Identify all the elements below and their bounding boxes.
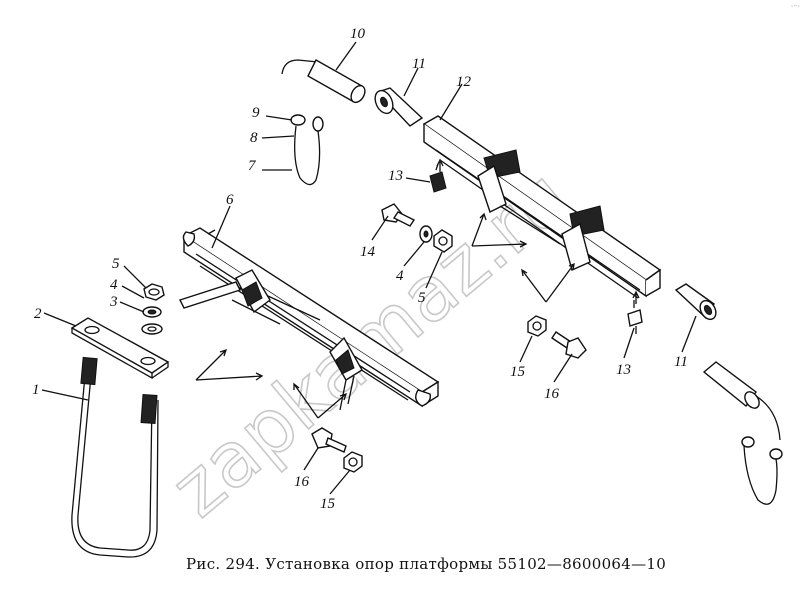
callout-8: 8: [250, 130, 258, 146]
chain-parts-7-9: [290, 114, 324, 186]
right-frame-part-12: [422, 115, 662, 299]
figure-caption: Рис. 294. Установка опор платформы 55102…: [186, 555, 667, 573]
callout-15-bottom: 15: [320, 496, 336, 512]
leader-lines: [41, 41, 697, 495]
callout-9: 9: [252, 105, 260, 121]
callouts: 1 2 3 4 4 5 5 6 7 8 9 10 11 11 12 13 13 …: [32, 26, 688, 512]
nut-bolt-right: [527, 315, 587, 359]
bolt-part-14: [381, 203, 416, 227]
fastener-stack-left: [141, 283, 165, 335]
callout-2: 2: [34, 306, 42, 322]
callout-12: 12: [456, 74, 472, 90]
callout-11-right: 11: [674, 354, 688, 370]
u-bolt-part-1: [71, 356, 159, 558]
corner-mark: ·⁻·: [790, 2, 800, 11]
plate-part-2: [70, 317, 170, 380]
callout-13-upper: 13: [388, 168, 403, 184]
left-frame-part-6: [179, 227, 440, 411]
sleeve-part-11-right: [674, 283, 717, 321]
fastener-stack-center: [419, 225, 453, 253]
callout-5-center: 5: [418, 290, 426, 306]
callout-16-right: 16: [544, 386, 560, 402]
callout-7: 7: [248, 158, 257, 174]
callout-3: 3: [109, 294, 118, 310]
callout-11-top: 11: [412, 56, 426, 72]
callout-10: 10: [350, 26, 366, 42]
callout-4-center: 4: [396, 268, 404, 284]
pin-with-chain-right: [702, 361, 783, 505]
callout-13-lower: 13: [616, 362, 631, 378]
callout-6: 6: [226, 192, 234, 208]
callout-16-bottom: 16: [294, 474, 310, 490]
assembly-arrows: [195, 158, 640, 419]
fitting-part-13-lower: [627, 300, 643, 334]
callout-15-right: 15: [510, 364, 526, 380]
pin-part-10: [281, 59, 366, 104]
sleeve-part-11-top: [374, 87, 424, 127]
callout-1: 1: [32, 382, 40, 398]
callout-14: 14: [360, 244, 376, 260]
callout-5-left: 5: [112, 256, 120, 272]
fitting-part-13-upper: [429, 163, 447, 193]
callout-4-left: 4: [110, 277, 118, 293]
nut-bolt-bottom: [311, 427, 363, 473]
